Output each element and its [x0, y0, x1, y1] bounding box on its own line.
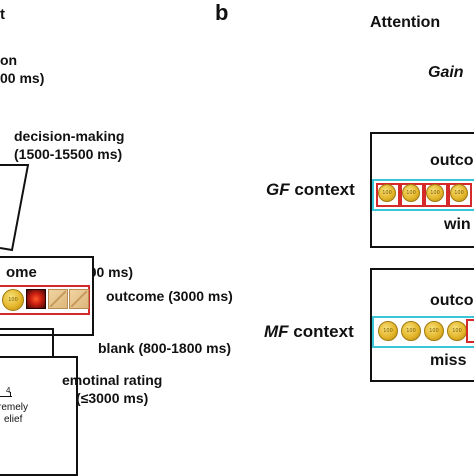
- coin-icon: 100: [2, 289, 24, 311]
- coin-icon: 100: [450, 184, 468, 202]
- outcome-highlight: [0, 285, 90, 315]
- crate-icon: [69, 289, 89, 309]
- gf-outcome-label: outco: [430, 152, 474, 169]
- coin-icon: 100: [402, 184, 420, 202]
- decision-label: decision-making: [14, 128, 125, 144]
- burst-icon: [26, 289, 46, 309]
- decision-screen-edge: [0, 164, 30, 252]
- outcome-screen-label: ome: [6, 264, 37, 281]
- coin-icon: 100: [378, 184, 396, 202]
- mf-outcome-label: outco: [430, 292, 474, 309]
- coin-icon: 100: [424, 321, 444, 341]
- scale-tick: [10, 392, 11, 397]
- scale-tick-label: 4: [6, 386, 11, 395]
- gf-context-word: context: [294, 180, 355, 199]
- scale-text2: elief: [4, 414, 23, 425]
- mf-cyan-highlight: [372, 316, 474, 348]
- crate-icon: [48, 289, 68, 309]
- blank2-label: blank (800-1800 ms): [98, 340, 232, 356]
- gf-context-abbrev: GF: [266, 180, 290, 199]
- fixation-time: 00 ms): [0, 70, 45, 86]
- panel-b-label: b: [215, 0, 229, 25]
- decision-time: (1500-15500 ms): [14, 146, 123, 162]
- rating-time: (≤3000 ms): [76, 390, 149, 406]
- coin-icon: 100: [426, 184, 444, 202]
- gf-context-label: GF context: [266, 180, 355, 200]
- mf-red-square: [466, 319, 474, 343]
- rating-screen: 4 remely elief: [0, 356, 78, 476]
- coin-icon: 100: [378, 321, 398, 341]
- mf-context-abbrev: MF: [264, 322, 289, 341]
- panel-b-title: Attention: [370, 14, 441, 31]
- scale-line: [0, 396, 12, 397]
- outcome-label: outcome (3000 ms): [106, 288, 233, 304]
- panel-a-title: t: [0, 6, 5, 23]
- mf-result-label: miss: [430, 352, 467, 369]
- gf-cyan-highlight: [372, 179, 474, 211]
- mf-context-label: MF context: [264, 322, 354, 342]
- coin-icon: 100: [401, 321, 421, 341]
- gain-label: Gain: [428, 64, 464, 81]
- mf-context-word: context: [293, 322, 354, 341]
- fixation-label: on: [0, 52, 18, 68]
- gf-result-label: win: [444, 216, 471, 233]
- coin-icon: 100: [447, 321, 467, 341]
- rating-label: emotinal rating: [62, 372, 163, 388]
- scale-text1: remely: [0, 402, 29, 413]
